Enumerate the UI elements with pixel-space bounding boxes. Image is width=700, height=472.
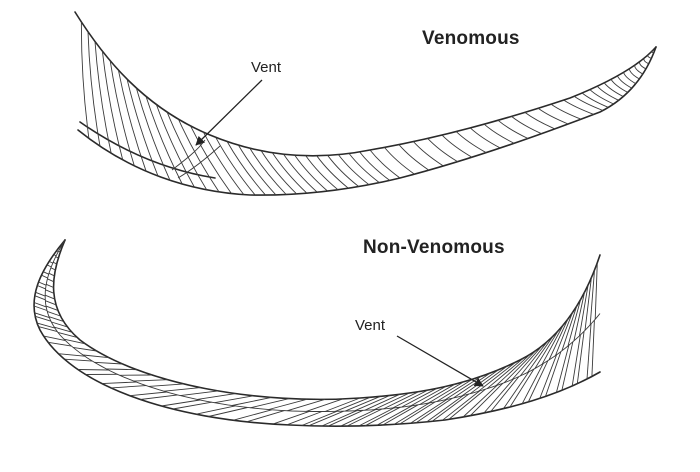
divided-scale [42,275,48,278]
ventral-scale [525,112,555,128]
divided-scale [437,379,473,401]
ventral-scale [216,137,256,195]
divided-scale [65,359,93,361]
divided-scale [130,392,167,396]
nonvenomous-scales [34,240,600,426]
venomous-ventral-scales [81,22,653,195]
nonvenomous-title: Non-Venomous [363,237,505,258]
divided-scale [180,391,218,396]
divided-scale [454,373,490,398]
ventral-scale [456,132,486,153]
ventral-scale [624,72,636,83]
ventral-scale [81,22,89,138]
nonvenomous-vent-pointer [397,336,483,386]
ventral-scale [582,93,608,107]
ventral-scale [640,62,646,69]
divided-scale [215,396,254,403]
divided-scale [49,261,53,263]
divided-scale [45,295,55,299]
divided-scale [37,286,45,289]
ventral-scale [564,100,594,114]
divided-scale [49,273,54,276]
divided-scale [587,324,591,379]
divided-scale [51,268,55,270]
ventral-scale [644,58,649,64]
ventral-scale [484,124,514,143]
divided-scale [306,399,343,412]
divided-scale [46,284,53,287]
divided-scale [273,411,309,424]
divided-scale [47,265,51,267]
venomous-vent-pointer [196,80,262,145]
ventral-scale [250,148,286,194]
divided-scale [134,380,168,381]
ventral-scale [512,116,542,133]
divided-scale-midline [45,240,600,412]
venomous-vent-label: Vent [251,59,282,76]
divided-scale [470,383,503,415]
divided-scale [107,369,137,370]
divided-scale [445,376,481,400]
divided-scale [577,331,584,384]
ventral-scale [370,150,400,178]
ventral-scale [498,120,528,138]
ventral-scale [597,86,618,100]
ventral-scale [538,108,568,124]
divided-scale [572,335,580,386]
ventral-scale [227,142,265,196]
venomous-tail-outline-top [75,12,656,156]
ventral-scale [385,147,415,174]
divided-scale [46,290,54,294]
divided-scale [592,320,595,376]
divided-scale [442,391,479,420]
divided-scale [102,382,136,384]
divided-scale [35,296,46,300]
divided-scale [140,395,177,400]
ventral-scale [110,61,134,166]
divided-scale [164,388,201,392]
ventral-scale [617,76,631,88]
ventral-scale [648,54,652,58]
divided-scale [54,255,57,256]
divided-scale [302,411,337,425]
ventral-scale [203,132,243,195]
divided-scale [53,262,56,264]
ventral-scale [102,51,122,160]
ventral-scale [470,128,500,148]
divided-scale [209,408,248,417]
divided-scale [247,411,285,422]
ventral-scale [551,104,581,119]
divided-scale [43,272,49,275]
venomous-tail-figure [75,12,656,195]
divided-scale [58,354,84,357]
divided-scale [233,410,271,420]
divided-scale [39,282,47,285]
divided-scale [540,355,557,399]
divided-scale [269,399,307,409]
divided-scale [36,292,46,296]
divided-scale [595,263,597,320]
nonvenomous-vent-label: Vent [355,317,386,334]
divided-scale [287,399,325,410]
divided-scale [546,352,561,397]
ventral-scale [590,90,614,104]
divided-scale [47,279,53,282]
divided-scale [149,384,184,387]
venomous-title: Venomous [422,28,520,49]
nonvenomous-tail-figure [34,240,600,426]
divided-scale [196,406,235,414]
divided-scale [78,370,109,371]
ventral-scale [306,156,338,190]
divided-scale [197,394,235,400]
divided-scale [111,386,146,388]
divided-scale [250,399,289,408]
